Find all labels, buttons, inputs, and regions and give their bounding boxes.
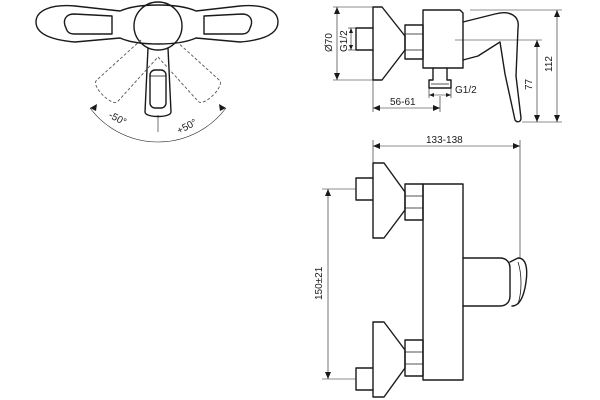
center-distance-label: 150±21 [314,266,325,300]
top-view-right-connector [203,13,253,35]
front-view-body [422,183,464,381]
side-view-inlet-pipe [355,27,374,51]
rotation-left-label: -50° [107,110,128,128]
side-view-outlet [428,67,452,89]
side-view: Ø70 G1/2 G1/2 56-61 112 77 [324,6,562,123]
side-view-rosette [372,6,406,81]
top-view: -50° +50° [35,1,279,143]
top-view-lever-hub [133,1,183,51]
front-view-lower-rosette [372,321,406,398]
front-view-lever-cap [509,257,528,307]
top-view-lever-right-position [157,39,221,103]
outlet-thread-label: G1/2 [455,85,477,96]
rotation-right-label: +50° [175,117,199,137]
height-lever-label: 77 [524,78,535,90]
front-view: 133-138 150±21 [314,135,528,398]
front-view-lower-nut [404,339,424,377]
front-view-upper-inlet [355,177,374,201]
top-view-lever-left-position [95,39,159,103]
side-view-body [422,9,464,69]
front-view-lower-inlet [355,367,374,391]
front-view-upper-nut [404,183,424,221]
side-view-lever [462,12,522,123]
rosette-diameter-label: Ø70 [324,33,335,52]
height-total-label: 112 [544,56,555,72]
side-view-nut [404,24,424,60]
front-view-lever [462,257,511,307]
front-view-upper-rosette [372,162,406,239]
top-view-lever [144,47,172,118]
top-view-lever-grip [149,69,167,109]
depth-range-label: 56-61 [390,97,416,108]
rotation-arc [89,107,227,143]
inlet-thread-label: G1/2 [339,30,350,52]
top-view-left-connector [63,13,113,35]
top-view-body-outline [35,4,279,45]
width-range-label: 133-138 [426,135,463,146]
